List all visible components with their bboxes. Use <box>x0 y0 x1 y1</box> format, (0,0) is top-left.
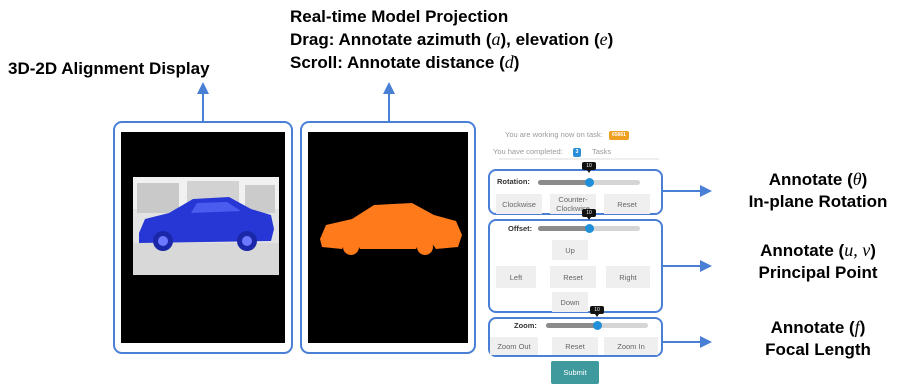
projection-canvas[interactable] <box>308 132 468 343</box>
projection-arrow-line <box>388 92 390 122</box>
offset-group: Offset: 10 Up Left Reset Right Down <box>488 209 663 313</box>
completed-count-badge: 3 <box>573 148 581 157</box>
alignment-canvas[interactable] <box>121 132 285 343</box>
alignment-arrow-line <box>202 92 204 122</box>
offset-arrow-head <box>700 260 712 272</box>
alignment-display-panel <box>113 121 293 354</box>
offset-slider-knob[interactable] <box>584 224 594 233</box>
zoom-out-button[interactable]: Zoom Out <box>490 337 538 355</box>
projection-title-line1: Real-time Model Projection <box>290 7 509 26</box>
car-photo <box>133 177 279 275</box>
rotation-annotation-label: Annotate (θ) In-plane Rotation <box>748 169 888 211</box>
zoom-slider-knob[interactable] <box>592 321 602 330</box>
offset-tooltip: 10 <box>582 209 596 220</box>
projection-title-line3: Scroll: Annotate distance (d) <box>290 52 520 72</box>
zoom-tooltip: 10 <box>590 306 604 317</box>
principal-point-label: Annotate (u, v) Principal Point <box>758 240 878 282</box>
left-button[interactable]: Left <box>496 266 536 288</box>
zoom-label: Zoom: <box>514 321 537 330</box>
rotation-group: Rotation: 10 Clockwise Counter-Clockwise… <box>488 162 663 215</box>
zoom-group: Zoom: 10 Zoom Out Reset Zoom In <box>488 306 663 357</box>
offset-label: Offset: <box>508 224 533 233</box>
projection-title-line2: Drag: Annotate azimuth (a), elevation (e… <box>290 29 614 49</box>
zoom-slider-fill <box>546 323 597 328</box>
rotation-slider-fill <box>538 180 589 185</box>
task-id-badge: 65661 <box>609 131 629 140</box>
projection-panel <box>300 121 476 354</box>
right-button[interactable]: Right <box>606 266 650 288</box>
alignment-arrow-head <box>197 82 209 94</box>
zoom-in-button[interactable]: Zoom In <box>604 337 658 355</box>
zoom-reset-button[interactable]: Reset <box>552 337 598 355</box>
car-silhouette <box>320 203 462 255</box>
zoom-arrow-line <box>663 341 700 343</box>
divider <box>499 158 659 160</box>
clockwise-button[interactable]: Clockwise <box>496 194 542 214</box>
alignment-display-title: 3D-2D Alignment Display <box>8 59 210 78</box>
offset-reset-button[interactable]: Reset <box>550 266 596 288</box>
rotation-tooltip: 10 <box>582 162 596 173</box>
rotation-arrow-line <box>663 190 700 192</box>
completed-text: You have completed: <box>493 147 563 156</box>
focal-length-label: Annotate (f) Focal Length <box>765 317 871 359</box>
offset-arrow-line <box>663 265 700 267</box>
rotation-label: Rotation: <box>497 177 530 186</box>
rotation-arrow-head <box>700 185 712 197</box>
down-button[interactable]: Down <box>552 292 588 312</box>
rotation-reset-button[interactable]: Reset <box>604 194 650 214</box>
task-text: You are working now on task: <box>505 130 603 139</box>
tasks-text: Tasks <box>592 147 612 156</box>
offset-slider-fill <box>538 226 589 231</box>
car-projection-icon <box>320 203 462 249</box>
up-button[interactable]: Up <box>552 240 588 260</box>
projection-arrow-head <box>383 82 395 94</box>
rotation-slider-knob[interactable] <box>584 178 594 187</box>
car-overlay-icon <box>139 197 274 243</box>
projection-title: Real-time Model Projection Drag: Annotat… <box>290 6 613 74</box>
submit-button[interactable]: Submit <box>551 361 599 384</box>
zoom-arrow-head <box>700 336 712 348</box>
